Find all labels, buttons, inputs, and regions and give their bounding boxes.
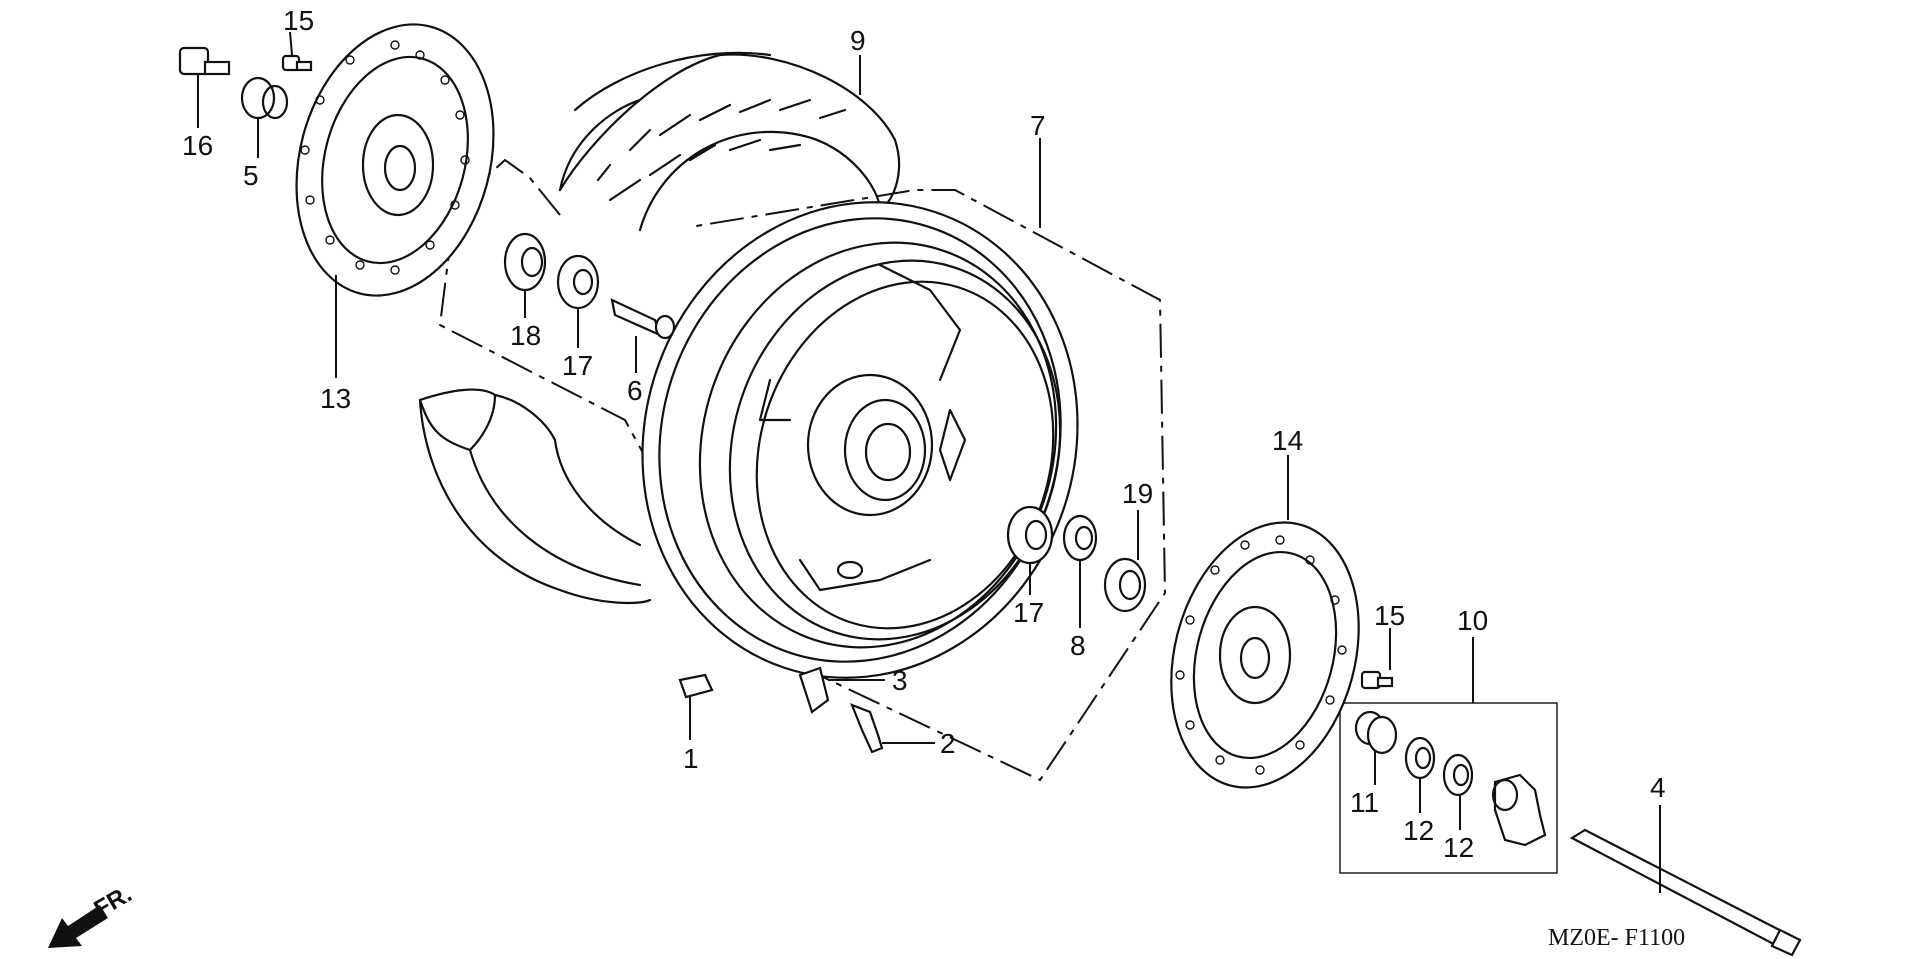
callout-14: 14 [1272,425,1303,456]
wheel-rim [641,201,1079,679]
callout-12-a: 12 [1403,815,1434,846]
speedo-gearbox [1491,773,1547,847]
callout-1: 1 [683,743,699,774]
callout-17-left: 17 [562,350,593,381]
bolt-16 [178,46,231,76]
spacer-6 [610,298,676,340]
washer-12a [1404,736,1436,780]
arrow-left-down-icon [48,905,108,948]
air-valve-2 [850,703,884,754]
gear-retainer-11 [1354,710,1398,755]
callout-3: 3 [892,665,908,696]
bearing-18 [503,232,547,292]
brake-disc-right [1170,521,1360,789]
front-direction-indicator: FR. [48,880,136,948]
callout-12-b: 12 [1443,832,1474,863]
callout-19: 19 [1122,478,1153,509]
valve-cap-3 [798,666,830,714]
callout-15-right: 15 [1374,600,1405,631]
axle-4 [1569,828,1802,957]
tire [558,51,901,232]
seal-19 [1103,557,1147,613]
collar-5 [240,76,289,120]
callout-5: 5 [243,160,259,191]
washer-12b [1442,753,1474,797]
callout-11: 11 [1350,787,1379,818]
wheel-assembly-outline [438,158,1167,782]
callout-16: 16 [182,130,213,161]
speedo-gear-group-box [1339,702,1558,874]
screw-15-top [281,54,313,72]
seal-8 [1062,514,1098,562]
callout-7: 7 [1030,110,1046,141]
callout-8: 8 [1070,630,1086,661]
diagram-code: MZ0E- F1100 [1548,925,1685,951]
callout-4: 4 [1650,772,1666,803]
callout-13: 13 [320,383,351,414]
tire-cross-section [418,388,652,605]
callout-10: 10 [1457,605,1488,636]
callout-17-right: 17 [1013,597,1044,628]
callout-6: 6 [627,375,643,406]
bearing-17-right [1006,505,1054,565]
brake-disc-left [295,23,495,297]
callout-18: 18 [510,320,541,351]
callout-2: 2 [940,728,956,759]
screw-15-right [1360,670,1394,690]
clip-1 [678,673,714,699]
bearing-17-left [556,254,600,310]
callout-15-top: 15 [283,5,314,36]
callout-9: 9 [850,25,866,56]
